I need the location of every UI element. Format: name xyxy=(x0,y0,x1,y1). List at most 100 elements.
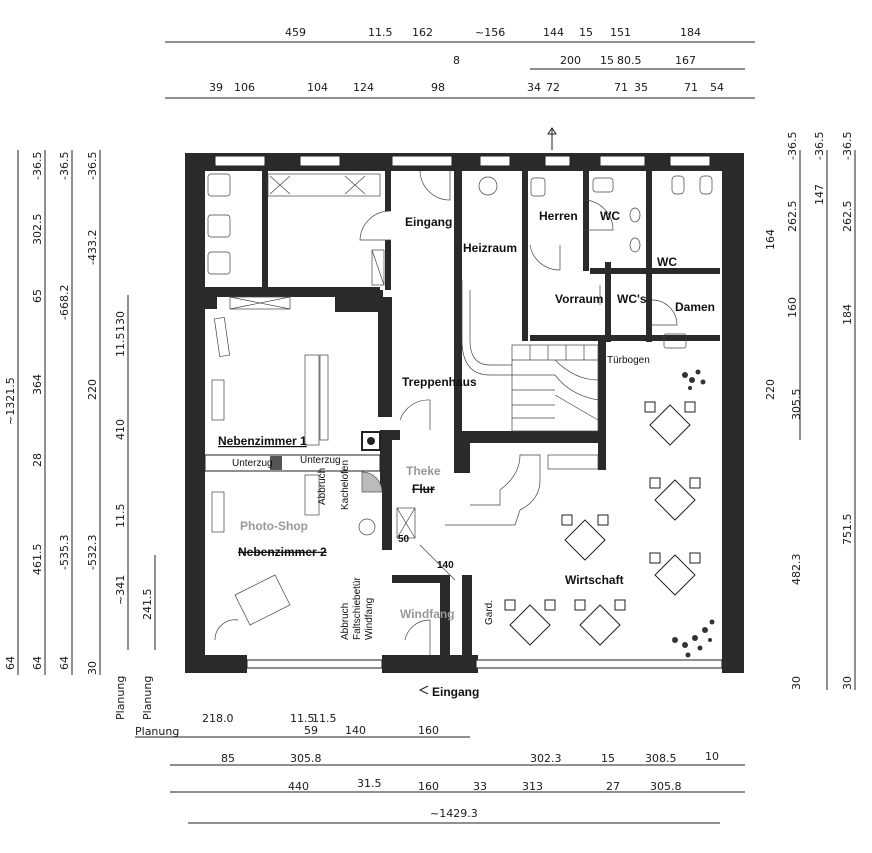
dim-left-planung2: Planung xyxy=(141,676,154,720)
dim-bottom-313: 313 xyxy=(522,780,543,793)
dim-top-98: 98 xyxy=(431,81,445,94)
dim-left-364: 364 xyxy=(31,374,44,395)
room-labels: Eingang Heizraum Herren WC WC Vorraum WC… xyxy=(218,127,715,699)
dim-bottom-440: 440 xyxy=(288,780,309,793)
dim-bottom-31-5: 31.5 xyxy=(357,777,382,790)
dim-top-15b: 15 xyxy=(600,54,614,67)
label-wc1: WC xyxy=(600,209,620,223)
label-theke: Theke xyxy=(406,464,441,478)
label-abbruch2: Abbruch xyxy=(340,603,351,640)
dim-top-167: 167 xyxy=(675,54,696,67)
dim-right-147: 147 xyxy=(813,184,826,205)
dim-top-34: 34 xyxy=(527,81,541,94)
staircase xyxy=(461,280,599,432)
dim-left-241: 241.5 xyxy=(141,589,154,621)
dim-right-30b: 30 xyxy=(841,676,854,690)
label-unterzug2: Unterzug xyxy=(300,455,341,466)
label-wc2: WC xyxy=(657,255,677,269)
dim-top-8: 8 xyxy=(453,54,460,67)
label-damen: Damen xyxy=(675,300,715,314)
dim-right-36b: -36.5 xyxy=(813,132,826,160)
label-abbruch2c: Windfang xyxy=(364,598,375,640)
dim-bottom-85: 85 xyxy=(221,752,235,765)
dim-left-668: -668.2 xyxy=(58,285,71,320)
dim-top-144: 144 xyxy=(543,26,564,39)
dim-bottom-10: 10 xyxy=(705,750,719,763)
top-dimensions: 459 11.5 162 ~156 144 15 151 184 8 200 1… xyxy=(165,26,755,99)
dim-right-262b: 262.5 xyxy=(841,201,854,233)
dim-bottom-15: 15 xyxy=(601,752,615,765)
dim-top-11-5: 11.5 xyxy=(368,26,393,39)
label-nebenzimmer1: Nebenzimmer 1 xyxy=(218,434,307,448)
bar-counter xyxy=(358,399,599,655)
label-wirtschaft: Wirtschaft xyxy=(565,573,624,587)
dim-left-341: ~341 xyxy=(114,575,127,605)
dim-top-156: ~156 xyxy=(475,26,505,39)
dim-left-65: 65 xyxy=(31,289,44,303)
label-vorraum: Vorraum xyxy=(555,292,603,306)
dim-right-262a: 262.5 xyxy=(786,201,799,233)
label-d50: 50 xyxy=(398,534,410,545)
dim-left-36a: -36.5 xyxy=(31,152,44,180)
dim-bottom-160a: 160 xyxy=(418,724,439,737)
label-heizraum: Heizraum xyxy=(463,241,517,255)
dim-right-36c: -36.5 xyxy=(841,132,854,160)
dim-top-35: 35 xyxy=(634,81,648,94)
dim-left-535: -535.3 xyxy=(58,535,71,570)
dim-bottom-planung: Planung xyxy=(135,725,179,738)
label-gard: Gard. xyxy=(484,600,495,625)
dim-left-30: 30 xyxy=(86,661,99,675)
label-treppenhaus: Treppenhaus xyxy=(402,375,477,389)
dim-left-11-5a: 11.5 xyxy=(114,333,127,358)
dim-top-124: 124 xyxy=(353,81,374,94)
dim-left-532: -532.3 xyxy=(86,535,99,570)
dim-top-184: 184 xyxy=(680,26,701,39)
dim-bottom-total: ~1429.3 xyxy=(430,807,478,820)
label-abbruch2b: Faltschiebetür xyxy=(352,577,363,640)
dim-top-71b: 71 xyxy=(684,81,698,94)
dim-left-36b: -36.5 xyxy=(58,152,71,180)
dim-right-36a: -36.5 xyxy=(786,132,799,160)
dim-top-151: 151 xyxy=(610,26,631,39)
dim-right-482: 482.3 xyxy=(790,554,803,586)
dim-right-751: 751.5 xyxy=(841,514,854,546)
dim-right-305: 305.5 xyxy=(790,389,803,421)
dim-bottom-59: 59 xyxy=(304,724,318,737)
dim-top-459: 459 xyxy=(285,26,306,39)
right-dimensions: -36.5 262.5 164 160 220 -36.5 147 184 30… xyxy=(764,132,856,690)
dim-left-1321: ~1321.5 xyxy=(4,377,17,425)
dim-bottom-305-8b: 305.8 xyxy=(650,780,682,793)
label-eingang-bottom: Eingang xyxy=(432,685,479,699)
inner-walls xyxy=(204,171,720,660)
dim-left-planung1: Planung xyxy=(114,676,127,720)
dim-right-184: 184 xyxy=(841,304,854,325)
dim-top-104: 104 xyxy=(307,81,328,94)
dim-left-410: 410 xyxy=(114,419,127,440)
dim-left-64b: 64 xyxy=(31,656,44,670)
dim-top-72: 72 xyxy=(546,81,560,94)
dim-bottom-27: 27 xyxy=(606,780,620,793)
bottom-dimensions: Planung 218.0 11.5 59 11.5 140 160 85 30… xyxy=(135,712,745,824)
dim-left-28: 28 xyxy=(31,453,44,467)
label-flur: Flur xyxy=(412,482,435,496)
dim-top-106: 106 xyxy=(234,81,255,94)
dim-left-220: 220 xyxy=(86,379,99,400)
dim-top-15: 15 xyxy=(579,26,593,39)
side-room-furniture xyxy=(211,317,329,641)
dim-left-433: -433.2 xyxy=(86,230,99,265)
dim-bottom-33: 33 xyxy=(473,780,487,793)
label-photoshop: Photo-Shop xyxy=(240,519,308,533)
label-tuerbogen: Türbogen xyxy=(607,355,650,366)
dim-left-302: 302.5 xyxy=(31,214,44,246)
label-eingang: Eingang xyxy=(405,215,452,229)
left-dimensions: ~1321.5 64 -36.5 302.5 65 364 28 461.5 6… xyxy=(4,150,156,720)
dim-left-36c: -36.5 xyxy=(86,152,99,180)
dim-right-160: 160 xyxy=(786,297,799,318)
label-d140: 140 xyxy=(437,560,454,571)
dim-bottom-218: 218.0 xyxy=(202,712,234,725)
label-abbruch1: Abbruch xyxy=(317,468,328,505)
label-abbruch1b: Kachelofen xyxy=(340,460,351,510)
dim-bottom-302: 302.3 xyxy=(530,752,562,765)
dim-top-162: 162 xyxy=(412,26,433,39)
